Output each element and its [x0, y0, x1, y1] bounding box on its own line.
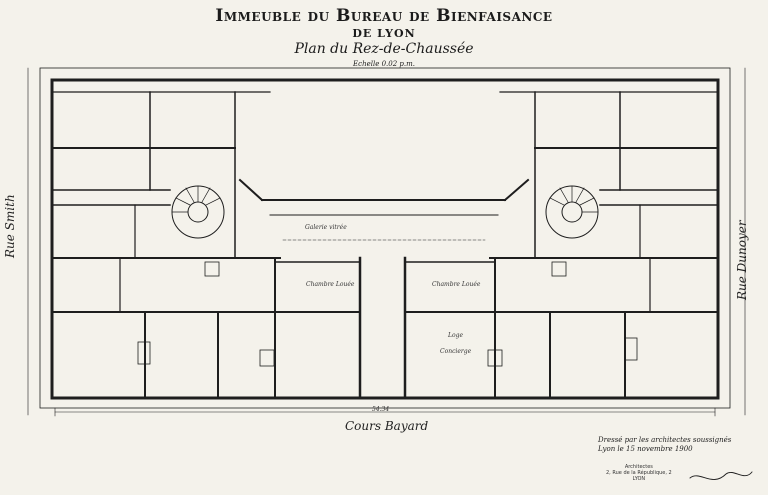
drawing-title: Immeuble du Bureau de Bienfaisance: [215, 6, 553, 26]
architect-note: Dressé par les architectes soussignés Ly…: [598, 436, 758, 454]
drawing-subtitle: Plan du Rez-de-Chaussée: [294, 41, 474, 57]
stair-right-core: [561, 201, 583, 223]
room-label-concierge: Concierge: [440, 348, 472, 355]
fixture: [487, 349, 503, 367]
room-label-galerie: Galerie vitrée: [305, 224, 347, 231]
street-label-left: Rue Smith: [3, 194, 17, 258]
stair-right-treads: [549, 185, 599, 213]
wall: [503, 178, 530, 202]
stamp-line2: 2, Rue de la République, 2: [606, 470, 672, 476]
street-label-bottom: Cours Bayard: [345, 419, 429, 433]
stamp-line3: LYON: [632, 476, 646, 482]
overall-dimension: 54.34: [372, 406, 390, 413]
fixture: [259, 349, 275, 367]
fixture: [551, 261, 567, 277]
room-label-loge: Loge: [448, 332, 463, 339]
drawing-city: DE LYON: [352, 27, 416, 40]
stamp-line1: Architectes: [624, 464, 653, 470]
architect-note-line1: Dressé par les architectes soussignés: [598, 436, 732, 444]
fixture: [137, 341, 151, 365]
wall: [238, 178, 264, 202]
fixture: [204, 261, 220, 277]
street-label-right: Rue Dunoyer: [735, 220, 749, 300]
architect-stamp: Architectes 2, Rue de la République, 2 L…: [606, 464, 672, 482]
outer-wall: [50, 78, 720, 400]
architect-note-line2: Lyon le 15 novembre 1900: [598, 445, 693, 453]
fixture: [624, 337, 638, 361]
drawing-scale: Echelle 0.02 p.m.: [353, 60, 415, 68]
stair-left-treads: [171, 185, 221, 213]
site-boundary: [39, 67, 731, 409]
stair-left-core: [187, 201, 209, 223]
room-label-chambre-left: Chambre Louée: [306, 281, 355, 288]
signature-flourish: [689, 471, 753, 480]
room-label-chambre-right: Chambre Louée: [432, 281, 481, 288]
